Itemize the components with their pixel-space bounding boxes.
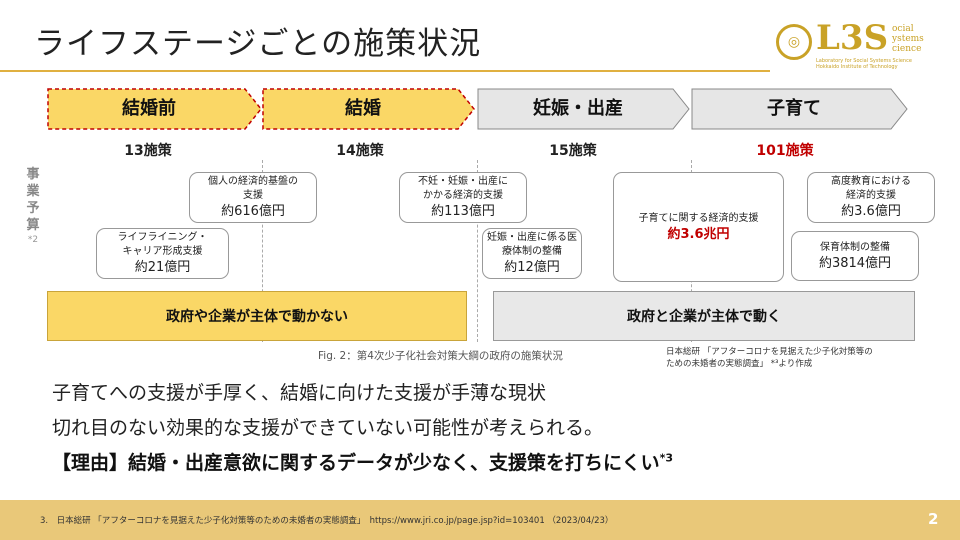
body-reason-line: 【理由】結婚・出産意欲に関するデータが少なく、支援策を打ちにくい*3: [52, 451, 674, 474]
stage-count: 101施策: [756, 143, 814, 159]
stage-label: 結婚前: [122, 98, 176, 119]
budget-amount: 約113億円: [431, 204, 495, 219]
budget-box: 妊娠・出産に係る医療体制の整備 約12億円: [482, 228, 582, 279]
budget-amount: 約3.6億円: [841, 204, 901, 219]
band-government-inactive: 政府や企業が主体で動かない: [47, 291, 467, 341]
budget-box: 高度教育における経済的支援 約3.6億円: [807, 172, 935, 223]
stage-pregnancy: 妊娠・出産: [477, 88, 691, 130]
figure-source: 日本総研 「アフターコロナを見据えた少子化対策等の ための未婚者の実態調査」 *…: [666, 347, 873, 369]
stage-divider: [477, 160, 478, 342]
body-text-line: 子育てへの支援が手厚く、結婚に向けた支援が手薄な現状: [52, 382, 547, 404]
logo-subtitle: Laboratory for Social Systems Science Ho…: [816, 58, 912, 70]
stage-count: 15施策: [549, 143, 597, 159]
slide-title: ライフステージごとの施策状況: [34, 26, 482, 62]
stage-label: 結婚: [345, 98, 381, 119]
stage-marriage: 結婚: [262, 88, 476, 130]
stage-label: 妊娠・出産: [533, 98, 623, 119]
figure-caption: Fig. 2：第4次少子化社会対策大綱の政府の施策状況: [318, 350, 563, 362]
budget-box: 個人の経済的基盤の支援 約616億円: [189, 172, 317, 223]
budget-box: ライフライニング・キャリア形成支援 約21億円: [96, 228, 229, 279]
budget-box: 不妊・妊娠・出産にかかる経済的支援 約113億円: [399, 172, 527, 223]
budget-amount: 約12億円: [504, 260, 560, 275]
stage-count: 14施策: [336, 143, 384, 159]
budget-amount: 約3.6兆円: [667, 226, 730, 242]
title-underline: [0, 70, 770, 72]
stage-label: 子育て: [767, 98, 821, 119]
stage-count: 13施策: [124, 143, 172, 159]
footer-reference: 3. 日本総研 「アフターコロナを見据えた少子化対策等のための未婚者の実態調査」…: [40, 516, 614, 526]
body-text-line: 切れ目のない効果的な支援ができていない可能性が考えられる。: [52, 417, 604, 439]
page-number: 2: [928, 510, 939, 528]
logo-text: L3S: [816, 18, 889, 58]
budget-amount: 約616億円: [221, 204, 285, 219]
stage-childcare: 子育て: [691, 88, 909, 130]
business-budget-label: 事 業 予 算 *2: [26, 167, 40, 245]
band-government-active: 政府と企業が主体で動く: [493, 291, 915, 341]
budget-box: 保育体制の整備 約3814億円: [791, 231, 919, 281]
stage-premarital: 結婚前: [47, 88, 263, 130]
budget-amount: 約3814億円: [818, 255, 892, 271]
budget-amount: 約21億円: [134, 260, 191, 275]
footer-bar: 3. 日本総研 「アフターコロナを見据えた少子化対策等のための未婚者の実態調査」…: [0, 500, 960, 540]
stage-divider: [262, 160, 263, 342]
logo-emblem-icon: ◎: [776, 24, 812, 60]
budget-box: 子育てに関する経済的支援 約3.6兆円: [613, 172, 784, 282]
